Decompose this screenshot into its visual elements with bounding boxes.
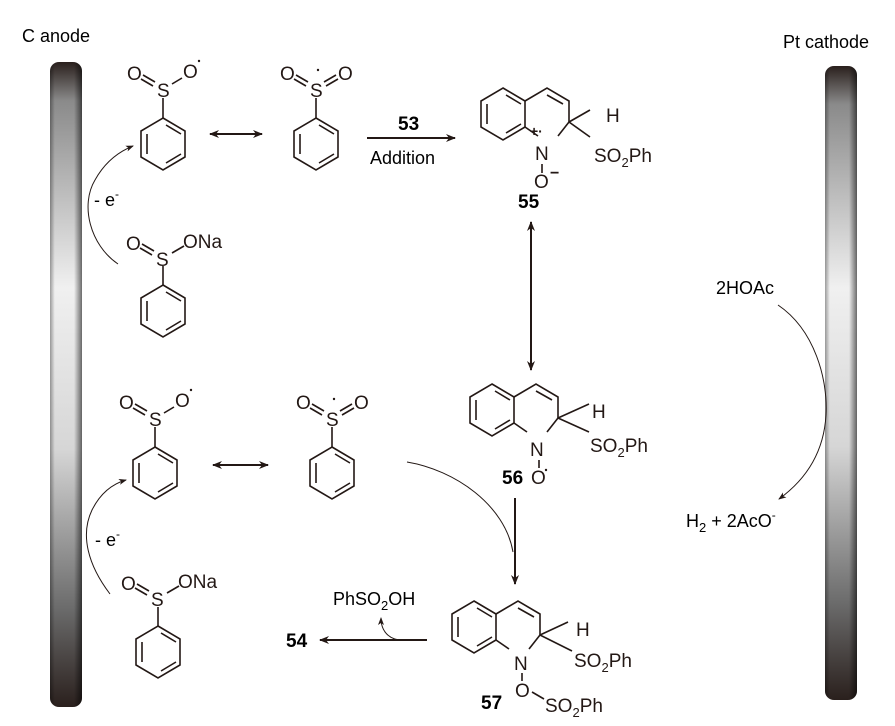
compound-number-56: 56: [502, 468, 523, 489]
svg-text:S: S: [156, 250, 169, 271]
svg-text:O: O: [121, 574, 136, 595]
addition-label: Addition: [370, 148, 435, 168]
svg-text:N: N: [514, 654, 528, 675]
intermediate-55: N O +· − H SO2Ph 55: [480, 87, 652, 213]
svg-text:O: O: [119, 393, 134, 414]
svg-text:S: S: [157, 81, 170, 102]
cathode-reaction: 2HOAc H2 + 2AcO-: [686, 278, 827, 535]
svg-text:SO2Ph: SO2Ph: [590, 436, 648, 460]
svg-text:N: N: [535, 144, 549, 165]
svg-text:SO2Ph: SO2Ph: [545, 696, 603, 720]
svg-text:O: O: [338, 64, 353, 85]
oxidation-arc-lower: - e-: [85, 479, 127, 595]
intermediate-57: N O H SO2Ph SO2Ph 57: [451, 600, 632, 720]
svg-text:H: H: [606, 106, 620, 127]
anode-electrode: [50, 62, 82, 707]
oxidation-label-upper: - e-: [94, 187, 119, 210]
sodium-sulfinate-upper: O S ONa: [126, 232, 223, 338]
sulfonyl-radical-a-lower: O S O: [119, 388, 193, 500]
svg-text:−: −: [550, 165, 559, 182]
compound-number-57: 57: [481, 693, 502, 714]
svg-text:H: H: [592, 402, 606, 423]
svg-text:ONa: ONa: [178, 572, 218, 593]
svg-text:O: O: [354, 393, 369, 414]
svg-text:O: O: [515, 681, 530, 702]
svg-text:O: O: [534, 172, 549, 193]
sulfonyl-radical-b-lower: O S O: [296, 393, 369, 500]
svg-text:SO2Ph: SO2Ph: [574, 651, 632, 675]
radical-coupling-arc: [406, 461, 514, 553]
svg-text:H: H: [576, 620, 590, 641]
oxidation-label-lower: - e-: [95, 527, 120, 550]
byproduct-phso2oh: PhSO2OH: [333, 589, 415, 613]
sulfonyl-radical-b-upper: O S O: [280, 64, 353, 171]
svg-text:S: S: [310, 81, 323, 102]
cathode-label: Pt cathode: [783, 32, 869, 52]
intermediate-56: N O H SO2Ph 56: [469, 383, 648, 489]
cathode-product-label: H2 + 2AcO-: [686, 508, 776, 535]
svg-text:N: N: [530, 440, 544, 461]
svg-text:SO2Ph: SO2Ph: [594, 146, 652, 170]
svg-text:O: O: [280, 64, 295, 85]
svg-text:S: S: [149, 410, 162, 431]
cathode-reactant-label: 2HOAc: [716, 278, 774, 298]
svg-text:+·: +·: [530, 123, 543, 139]
reagent-53-label: 53: [398, 114, 419, 135]
svg-text:O: O: [126, 234, 141, 255]
svg-text:S: S: [326, 410, 339, 431]
anode-label: C anode: [22, 26, 90, 46]
sulfonyl-radical-a-upper: O S O: [127, 59, 201, 171]
svg-text:O: O: [296, 393, 311, 414]
svg-text:S: S: [151, 590, 164, 611]
svg-text:O: O: [127, 64, 142, 85]
svg-text:ONa: ONa: [183, 232, 223, 253]
elimination-step: PhSO2OH 54: [286, 589, 427, 652]
sodium-sulfinate-lower: O S ONa: [121, 572, 218, 679]
oxidation-arc-upper: - e-: [87, 145, 134, 265]
svg-text:O: O: [183, 62, 198, 83]
svg-text:O: O: [175, 391, 190, 412]
addition-step: 53 Addition: [367, 114, 456, 168]
compound-number-55: 55: [518, 192, 540, 213]
svg-text:O: O: [531, 468, 546, 489]
product-54-label: 54: [286, 631, 308, 652]
cathode-electrode: [825, 66, 857, 700]
